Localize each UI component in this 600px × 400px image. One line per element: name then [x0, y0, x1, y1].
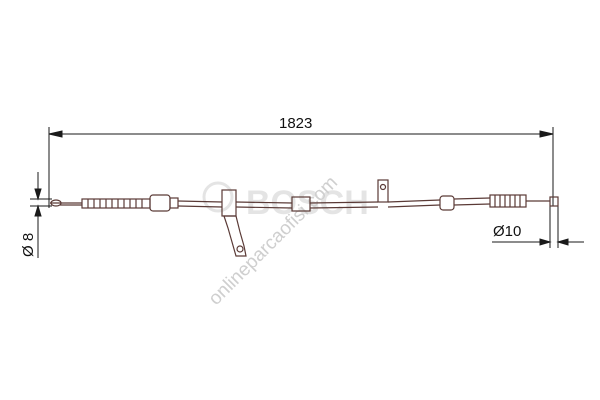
left-diameter-dimension [30, 172, 52, 258]
left-ferrule [149, 194, 171, 212]
right-conduit-top [453, 197, 491, 200]
mounting-bracket [221, 189, 247, 257]
bracket-hole [236, 245, 244, 253]
sheath-right-bottom [309, 206, 379, 209]
left-end-eyelet [50, 199, 62, 207]
sheath-mid-top [235, 201, 293, 204]
left-dia-arrowhead-bottom [34, 204, 42, 217]
sheath-mid-bottom [235, 206, 293, 209]
right-dia-arrowhead-right [556, 238, 569, 246]
right-ferrule [439, 195, 455, 211]
right-dia-arrowhead-left [539, 238, 552, 246]
bracket-arm [223, 215, 247, 257]
mounting-tab [377, 179, 389, 203]
sheath-clip [291, 196, 311, 212]
sheath-right-top [309, 201, 379, 204]
tab-plate [377, 179, 389, 203]
arrow-right [539, 130, 554, 138]
right-end-nipple [549, 196, 559, 207]
sheath-end-bottom [387, 204, 441, 208]
sheath-left-top [177, 200, 223, 203]
tab-hole [379, 183, 387, 191]
right-diameter-label: Ø10 [493, 223, 521, 240]
brake-cable [50, 179, 559, 257]
left-ferrule-cap [169, 197, 179, 209]
length-dimension-label: 1823 [279, 115, 312, 132]
sheath-left-bottom [177, 205, 223, 208]
sheath-end-top [387, 199, 441, 203]
arrow-left [48, 130, 63, 138]
left-diameter-label: Ø 8 [20, 233, 37, 257]
left-dia-arrowhead-top [34, 188, 42, 201]
left-spring-body [81, 198, 151, 209]
right-conduit-bottom [453, 203, 491, 206]
right-diameter-dimension [492, 206, 584, 248]
right-spring-section [489, 194, 527, 208]
bosch-logo-ring [202, 181, 234, 213]
length-dimension [48, 127, 554, 208]
left-spring-section [81, 198, 151, 209]
